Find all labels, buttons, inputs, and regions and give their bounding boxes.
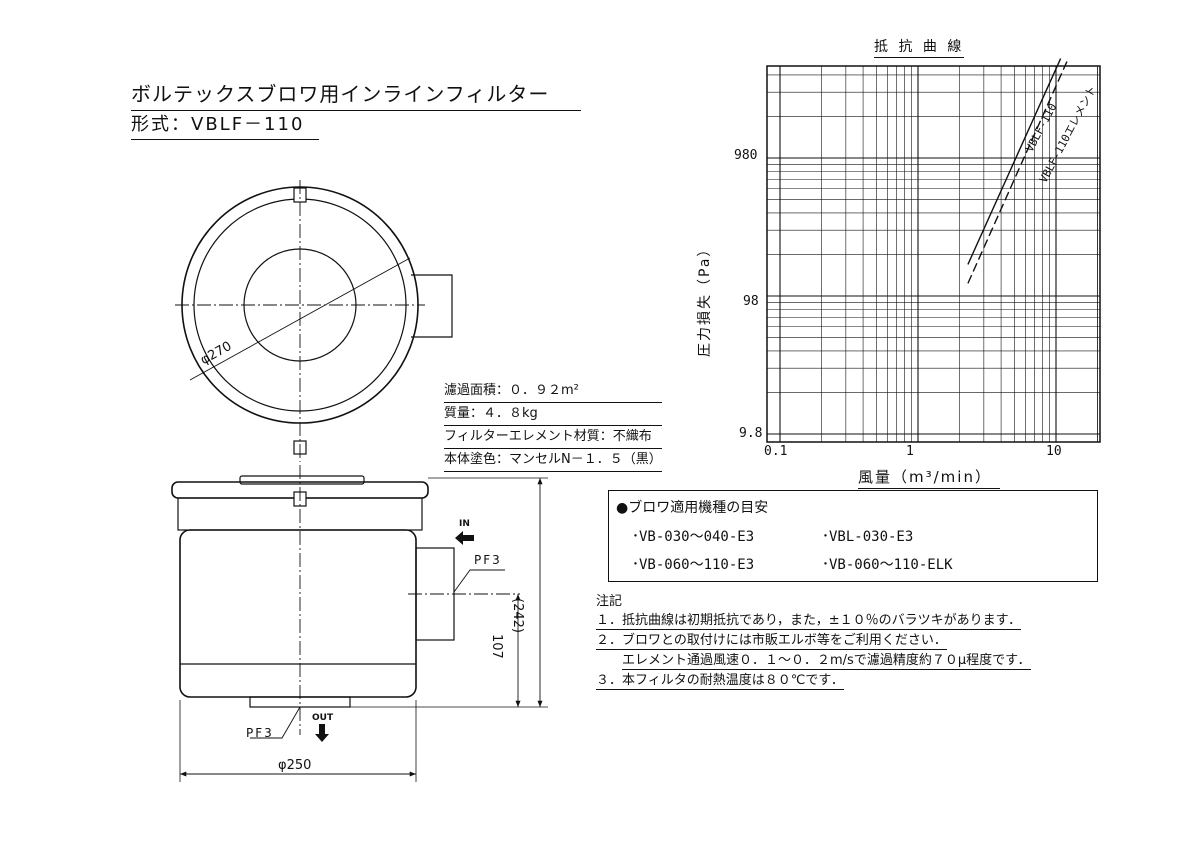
- applicable-heading: ●ブロワ適用機種の目安: [616, 500, 769, 516]
- applicable-model: ･VB-060～110-ELK: [822, 557, 953, 573]
- out-label: OUT: [312, 713, 334, 723]
- notes-heading: 注記: [596, 594, 623, 609]
- side-view: [171, 465, 548, 782]
- out-arrow-icon: [315, 724, 329, 742]
- chart-xlabel: 風量（m³/min）: [858, 466, 1000, 489]
- note-item: エレメント通過風速０．１～０．２m/sで濾過精度約７０μ程度です．: [622, 649, 1031, 670]
- pf3-bottom-leader: [250, 706, 301, 739]
- chart-grid: [767, 66, 1100, 442]
- document-title: ボルテックスブロワ用インラインフィルター: [131, 78, 581, 111]
- port-bottom-label: PF3: [246, 726, 274, 740]
- spec-mass: 質量：４．８kg: [444, 403, 662, 426]
- in-arrow-icon: [455, 531, 474, 545]
- applicable-model: ･VB-060～110-E3: [632, 557, 755, 573]
- applicable-models-box: [608, 490, 1098, 582]
- body: [179, 529, 417, 698]
- spec-paint-color: 本体塗色：マンセルN－１．５（黒）: [444, 449, 662, 472]
- y-tick-label: 9.8: [739, 426, 763, 441]
- spec-list: 濾過面積：０．９２m² 質量：４．８kg フィルターエレメント材質：不織布 本体…: [444, 380, 662, 472]
- note-item: ２．ブロワとの取付けには市販エルボ等をご利用ください．: [596, 629, 947, 650]
- series-line-element: [967, 61, 1068, 284]
- port-side-label: PF3: [474, 553, 502, 567]
- pf3-side-leader: [453, 569, 505, 593]
- chart-series: [967, 58, 1068, 284]
- applicable-model: ･VB-030～040-E3: [632, 529, 755, 545]
- x-tick-label: 10: [1046, 444, 1062, 459]
- note-item: ３．本フィルタの耐熱温度は８０℃です．: [596, 669, 844, 690]
- chart-frame: [766, 65, 1101, 443]
- top-view: [175, 180, 453, 462]
- series-line-vblf110: [967, 58, 1062, 265]
- spec-element-material: フィルターエレメント材質：不織布: [444, 426, 662, 449]
- note-item: １．抵抗曲線は初期抵抗であり，また，±１０％のバラツキがあります．: [596, 609, 1022, 630]
- dim-height-port: 107: [489, 634, 504, 659]
- x-tick-label: 1: [906, 444, 914, 459]
- dim-diameter-bottom: φ250: [278, 758, 312, 773]
- diameter-leader: [189, 257, 411, 381]
- resistance-chart: [766, 58, 1101, 443]
- side-port: [411, 274, 453, 338]
- x-tick-label: 0.1: [764, 444, 788, 459]
- spec-filter-area: 濾過面積：０．９２m²: [444, 380, 662, 403]
- chart-title: 抵 抗 曲 線: [874, 36, 965, 58]
- dim-height-total: (242): [510, 598, 525, 633]
- model-number: 形式：VBLF－110: [131, 110, 319, 140]
- in-label: IN: [459, 519, 470, 529]
- y-tick-label: 98: [743, 294, 759, 309]
- lid-top: [239, 475, 365, 485]
- y-tick-label: 980: [734, 148, 758, 163]
- applicable-model: ･VBL-030-E3: [822, 529, 914, 545]
- chart-ylabel: 圧力損失（Pa）: [697, 240, 713, 357]
